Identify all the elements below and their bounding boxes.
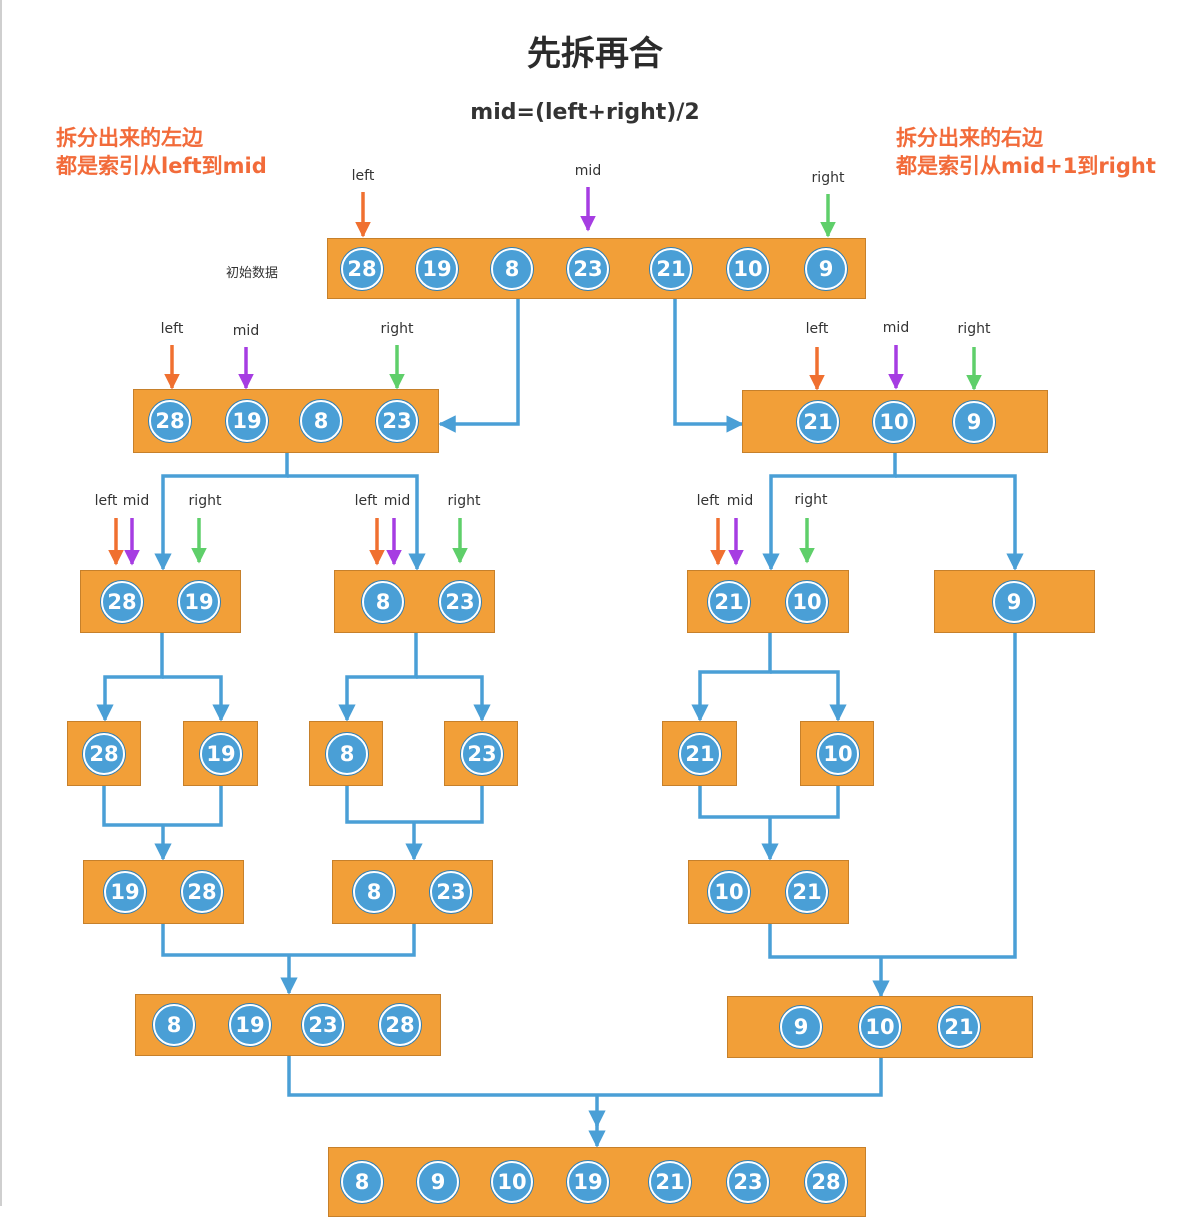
left-pointer-label: left bbox=[696, 493, 720, 509]
mid-formula: mid=(left+right)/2 bbox=[470, 100, 700, 125]
connector-arrow bbox=[673, 298, 744, 433]
connector-arrow bbox=[287, 474, 426, 571]
value-node: 10 bbox=[873, 400, 915, 443]
value-node: 10 bbox=[859, 1006, 901, 1048]
mid-pointer-label: mid bbox=[726, 493, 754, 509]
connector-arrow bbox=[96, 633, 164, 722]
mid-pointer-label: mid bbox=[882, 320, 910, 336]
connector-arrow bbox=[161, 924, 416, 957]
connector-arrow bbox=[162, 675, 230, 722]
left-split-note-line: 拆分出来的左边 bbox=[56, 126, 203, 150]
initial-data-label: 初始数据 bbox=[226, 266, 279, 281]
value-node: 23 bbox=[727, 1161, 769, 1203]
connector-arrow bbox=[691, 633, 772, 722]
connector-arrow bbox=[416, 675, 491, 722]
value-node: 21 bbox=[797, 400, 839, 443]
value-node: 19 bbox=[229, 1004, 271, 1046]
connector-arrow bbox=[102, 786, 223, 827]
value-node: 8 bbox=[153, 1004, 195, 1046]
value-node: 19 bbox=[567, 1161, 609, 1203]
value-node: 10 bbox=[817, 732, 859, 775]
value-node: 9 bbox=[993, 580, 1035, 623]
connector-arrow bbox=[438, 298, 520, 433]
right-pointer-label: right bbox=[447, 493, 481, 509]
value-node: 23 bbox=[461, 732, 503, 775]
value-node: 28 bbox=[341, 247, 383, 290]
connector-arrow bbox=[345, 786, 484, 824]
value-node: 19 bbox=[178, 580, 220, 623]
right-pointer-label: right bbox=[794, 492, 828, 508]
right-pointer-label: right bbox=[188, 493, 222, 509]
value-node: 23 bbox=[439, 580, 481, 623]
value-node: 8 bbox=[300, 400, 342, 442]
left-pointer-label: left bbox=[94, 493, 118, 509]
right-split-note-line: 拆分出来的右边 bbox=[896, 126, 1043, 150]
value-node: 19 bbox=[416, 247, 458, 290]
value-node: 21 bbox=[938, 1006, 980, 1048]
value-node: 21 bbox=[786, 871, 828, 913]
right-pointer-label: right bbox=[811, 170, 845, 186]
value-node: 10 bbox=[786, 580, 828, 623]
value-node: 23 bbox=[376, 400, 418, 442]
value-node: 21 bbox=[650, 247, 692, 290]
value-node: 9 bbox=[805, 247, 847, 290]
value-node: 19 bbox=[226, 400, 268, 442]
mid-pointer-label: mid bbox=[574, 163, 602, 179]
connector-arrow bbox=[287, 1056, 883, 1097]
right-split-note: 拆分出来的右边 都是索引从mid+1到right bbox=[896, 124, 1156, 180]
value-node: 10 bbox=[491, 1161, 533, 1203]
value-node: 10 bbox=[727, 247, 769, 290]
connector-arrow bbox=[154, 453, 289, 571]
value-node: 8 bbox=[353, 871, 395, 913]
left-pointer-label: left bbox=[351, 168, 375, 184]
value-node: 21 bbox=[708, 580, 750, 623]
connector-arrow bbox=[770, 670, 847, 722]
left-pointer-label: left bbox=[160, 321, 184, 337]
value-node: 9 bbox=[417, 1161, 459, 1203]
mid-pointer-label: mid bbox=[232, 323, 260, 339]
value-node: 28 bbox=[181, 871, 223, 913]
value-node: 8 bbox=[341, 1161, 383, 1203]
value-node: 19 bbox=[104, 871, 146, 913]
value-node: 19 bbox=[200, 732, 242, 775]
value-node: 23 bbox=[430, 871, 472, 913]
value-node: 28 bbox=[379, 1004, 421, 1046]
right-split-note-line: 都是索引从mid+1到right bbox=[896, 154, 1156, 178]
value-node: 28 bbox=[805, 1161, 847, 1203]
connector-arrow bbox=[762, 453, 897, 571]
right-pointer-label: right bbox=[957, 321, 991, 337]
value-node: 21 bbox=[649, 1161, 691, 1203]
left-pointer-label: left bbox=[805, 321, 829, 337]
value-node: 28 bbox=[83, 732, 125, 775]
diagram-title: 先拆再合 bbox=[527, 34, 663, 74]
connector-arrow bbox=[698, 786, 840, 819]
value-node: 9 bbox=[953, 400, 995, 443]
value-node: 8 bbox=[362, 580, 404, 623]
mid-pointer-label: mid bbox=[122, 493, 150, 509]
left-split-note-line: 都是索引从left到mid bbox=[56, 154, 267, 178]
value-node: 28 bbox=[101, 580, 143, 623]
value-node: 10 bbox=[708, 871, 750, 913]
value-node: 23 bbox=[567, 247, 609, 290]
left-pointer-label: left bbox=[354, 493, 378, 509]
left-split-note: 拆分出来的左边 都是索引从left到mid bbox=[56, 124, 267, 180]
connector-arrow bbox=[768, 633, 1017, 959]
frame-edge bbox=[0, 0, 2, 1206]
value-node: 21 bbox=[679, 732, 721, 775]
value-node: 9 bbox=[780, 1006, 822, 1048]
connector-arrow bbox=[338, 633, 418, 722]
value-node: 28 bbox=[149, 400, 191, 442]
value-node: 23 bbox=[302, 1004, 344, 1046]
mid-pointer-label: mid bbox=[383, 493, 411, 509]
right-pointer-label: right bbox=[380, 321, 414, 337]
value-node: 8 bbox=[491, 247, 533, 290]
value-node: 8 bbox=[326, 732, 368, 775]
connector-arrow bbox=[895, 474, 1024, 571]
